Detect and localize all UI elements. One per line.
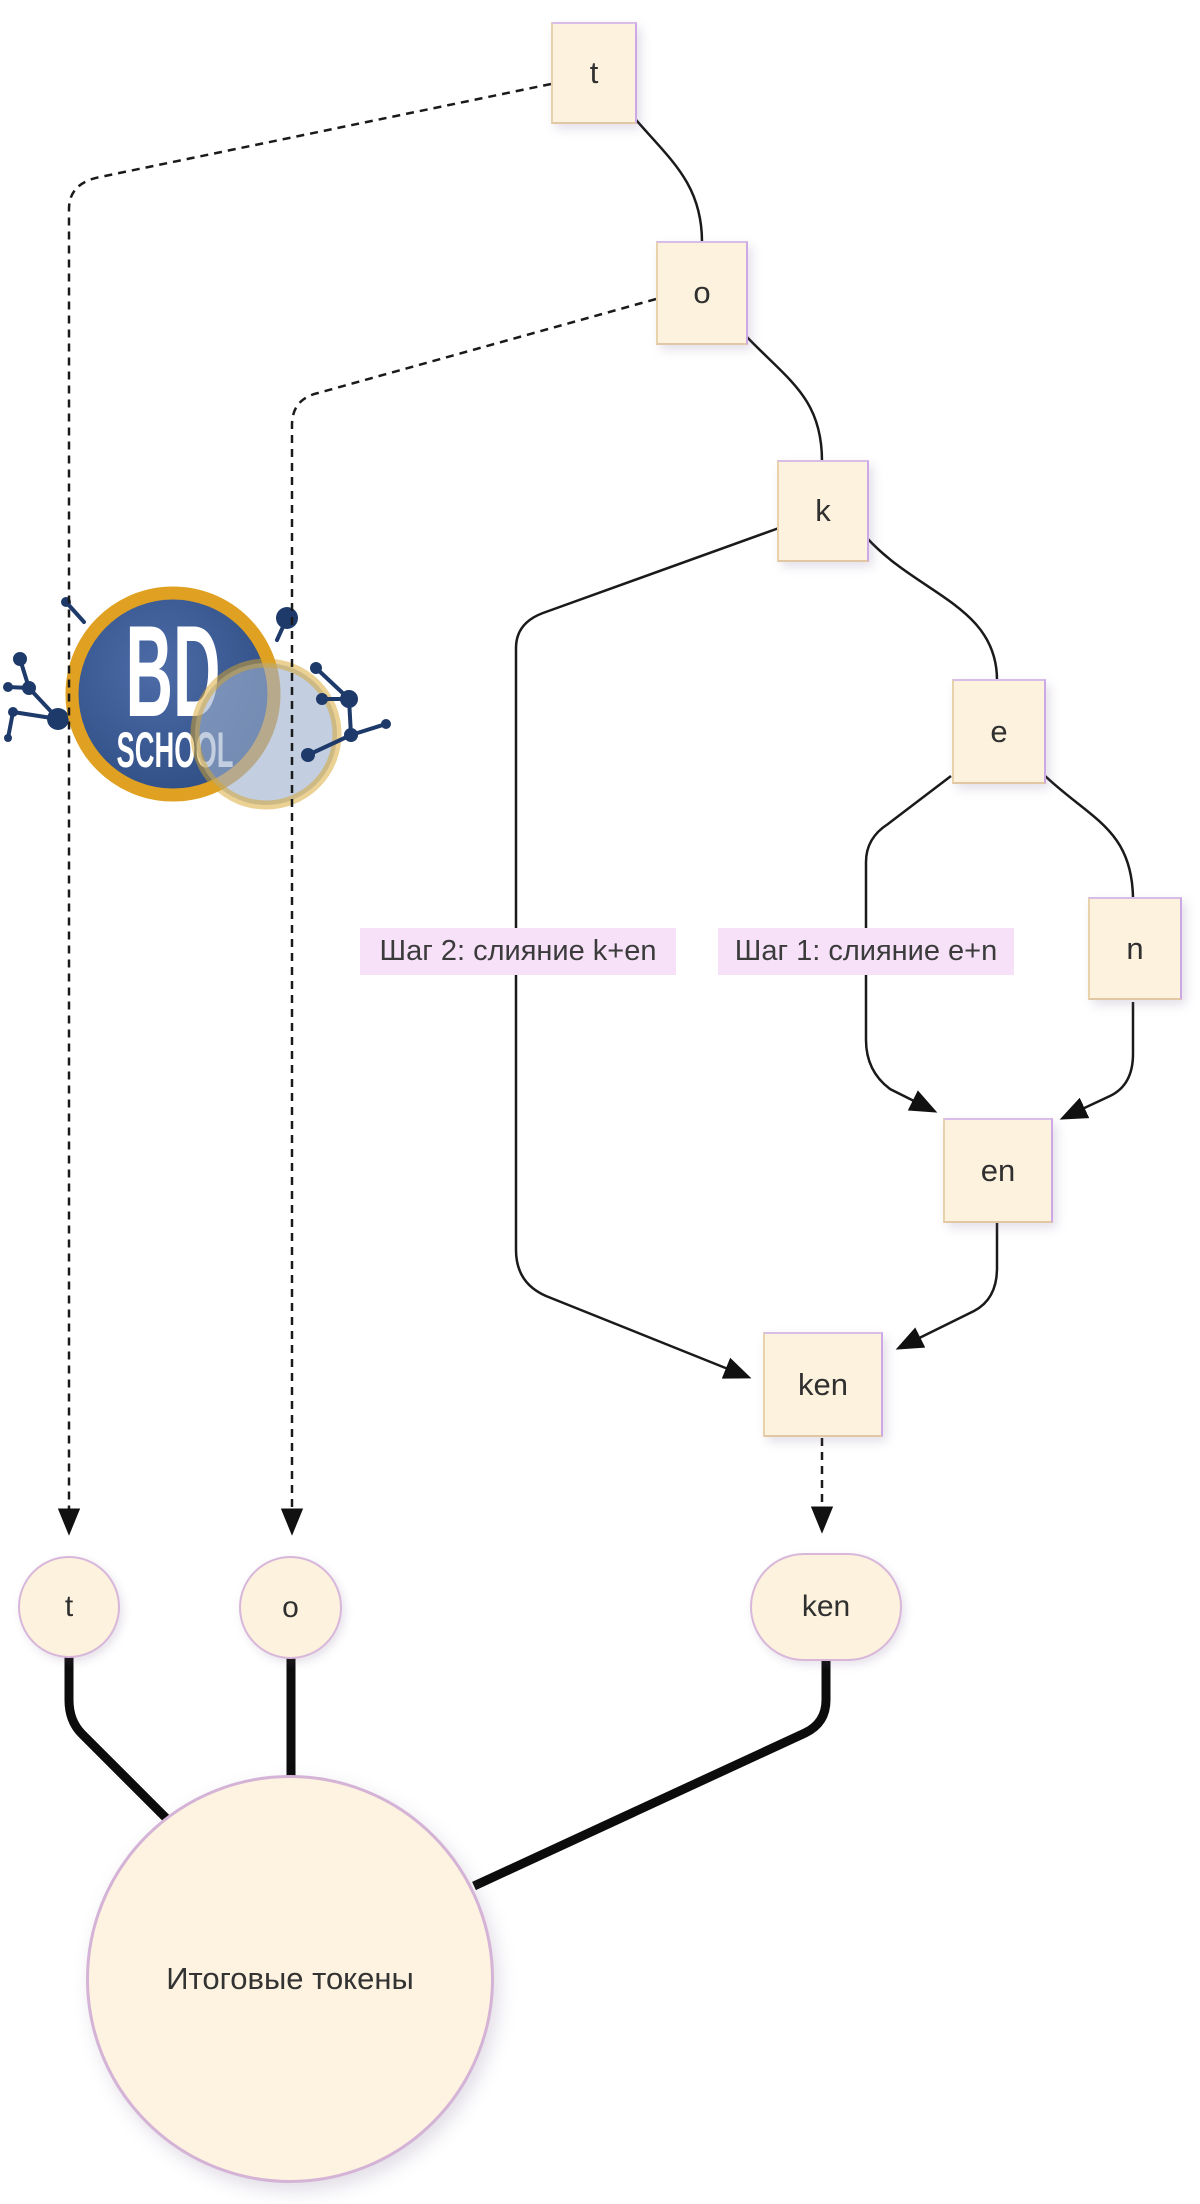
- edge-k-e: [866, 537, 999, 681]
- edge-k-ken: [514, 526, 780, 1379]
- edge-t-o: [630, 113, 704, 243]
- edge-token-t-final: [64, 1657, 176, 1828]
- logo-secondary-circle: [190, 658, 342, 810]
- edge-token-ken-final: [472, 1660, 831, 1891]
- edge-e-en: [864, 775, 952, 1113]
- dashed-edge-o-token: [280, 297, 657, 1536]
- dashed-edge-t-token: [57, 82, 552, 1536]
- edge-en-ken: [895, 1222, 999, 1350]
- bd-school-logo: BD SCHOOL: [3, 586, 391, 810]
- edge-o-k: [745, 335, 824, 462]
- edge-e-n: [1041, 772, 1135, 901]
- edge-n-en: [1059, 1002, 1135, 1120]
- molecule-cluster-right: [275, 607, 391, 762]
